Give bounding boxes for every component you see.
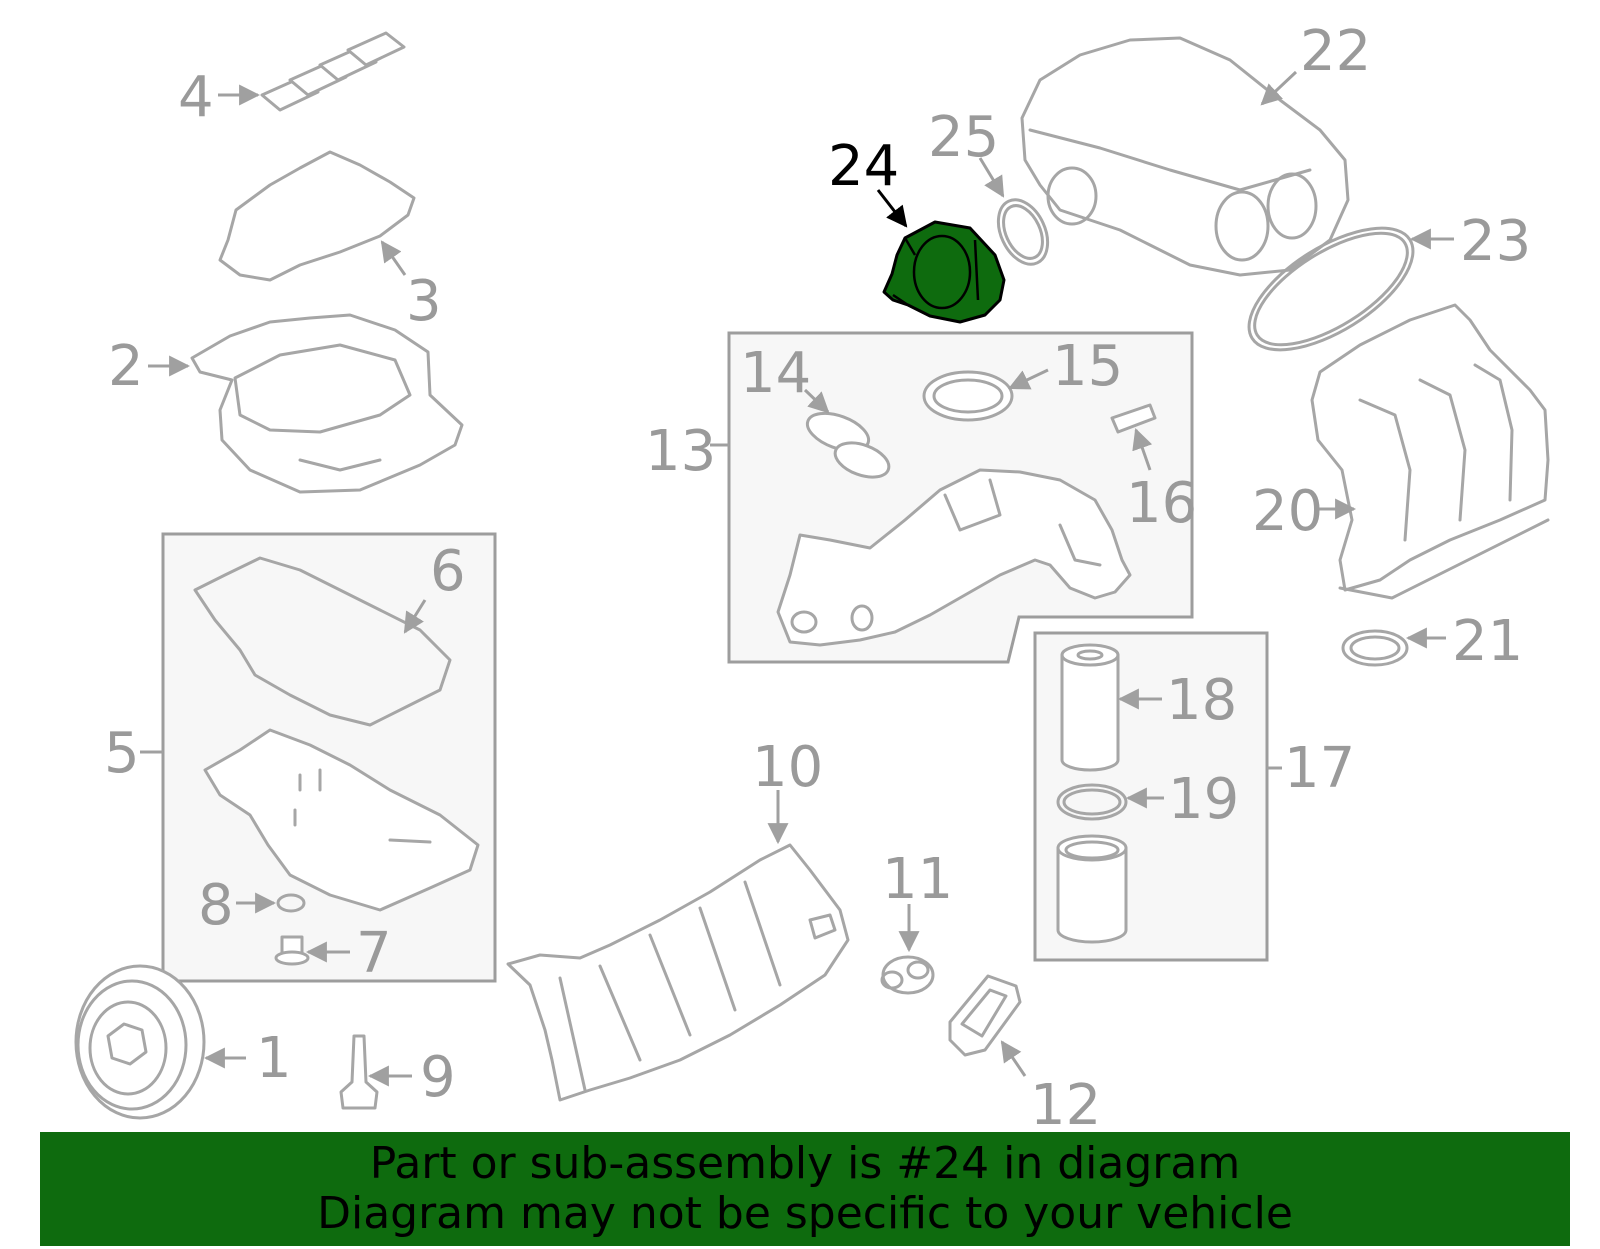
leader-6 [403,599,427,634]
callout-24: 24 [828,134,899,199]
part-12-cover [948,974,1022,1057]
leader-12 [1000,1040,1027,1077]
callout-19: 19 [1168,767,1239,832]
part-21-gasket [1341,629,1409,667]
part-9-dipstick [339,1034,379,1110]
leader-3 [380,240,407,276]
part-13-intake-pipe [776,468,1132,647]
part-17-filter-cap [1056,834,1128,944]
callout-12: 12 [1030,1073,1101,1138]
part-4-brackets [260,31,406,112]
callout-11: 11 [882,847,953,912]
callout-21: 21 [1452,609,1523,674]
part-18-filter-element [1060,643,1120,772]
part-1-pulley [74,964,206,1120]
callout-18: 18 [1166,668,1237,733]
part-14-gasket [805,411,891,479]
part-8-washer [276,893,306,913]
footer-note: Part or sub-assembly is #24 in diagram D… [40,1132,1570,1246]
part-11-clip [880,955,935,995]
part-5-oil-pan-lower [203,728,480,912]
callout-15: 15 [1052,334,1123,399]
callout-22: 22 [1300,19,1371,84]
part-3-gasket [218,150,416,282]
callout-25: 25 [928,105,999,170]
part-15-gasket [922,370,1014,422]
part-10-heat-shield [506,843,850,1102]
part-2-oil-pan-upper [190,313,464,494]
callout-5: 5 [104,721,140,786]
callout-1: 1 [256,1026,292,1091]
part-7-drain-plug [274,935,310,966]
part-6-gasket [193,556,452,727]
callout-6: 6 [430,539,466,604]
part-20-intake-manifold [1310,303,1550,600]
callout-8: 8 [198,873,234,938]
leader-24 [876,189,908,228]
callout-9: 9 [420,1045,456,1110]
callout-2: 2 [108,334,144,399]
footer-line-disclaimer: Diagram may not be specific to your vehi… [317,1188,1293,1239]
callout-7: 7 [356,921,392,986]
callout-13: 13 [645,419,716,484]
part-16-plug [1110,403,1157,434]
part-25-o-ring [996,198,1050,266]
leader-15 [1008,368,1049,390]
callout-14: 14 [740,341,811,406]
callout-16: 16 [1126,471,1197,536]
leader-22 [1260,70,1298,106]
callout-3: 3 [406,269,442,334]
leader-25 [978,157,1005,198]
part-24-throttle-body [882,220,1006,324]
footer-line-part: Part or sub-assembly is #24 in diagram [369,1138,1241,1189]
callout-10: 10 [752,735,823,800]
callout-20: 20 [1252,479,1323,544]
footer-banner [40,1132,1570,1246]
callout-4: 4 [178,65,214,130]
part-23-seal [1247,226,1415,352]
callout-17: 17 [1284,736,1355,801]
callout-23: 23 [1460,209,1531,274]
leader-14 [803,388,830,414]
leader-16 [1132,428,1153,471]
